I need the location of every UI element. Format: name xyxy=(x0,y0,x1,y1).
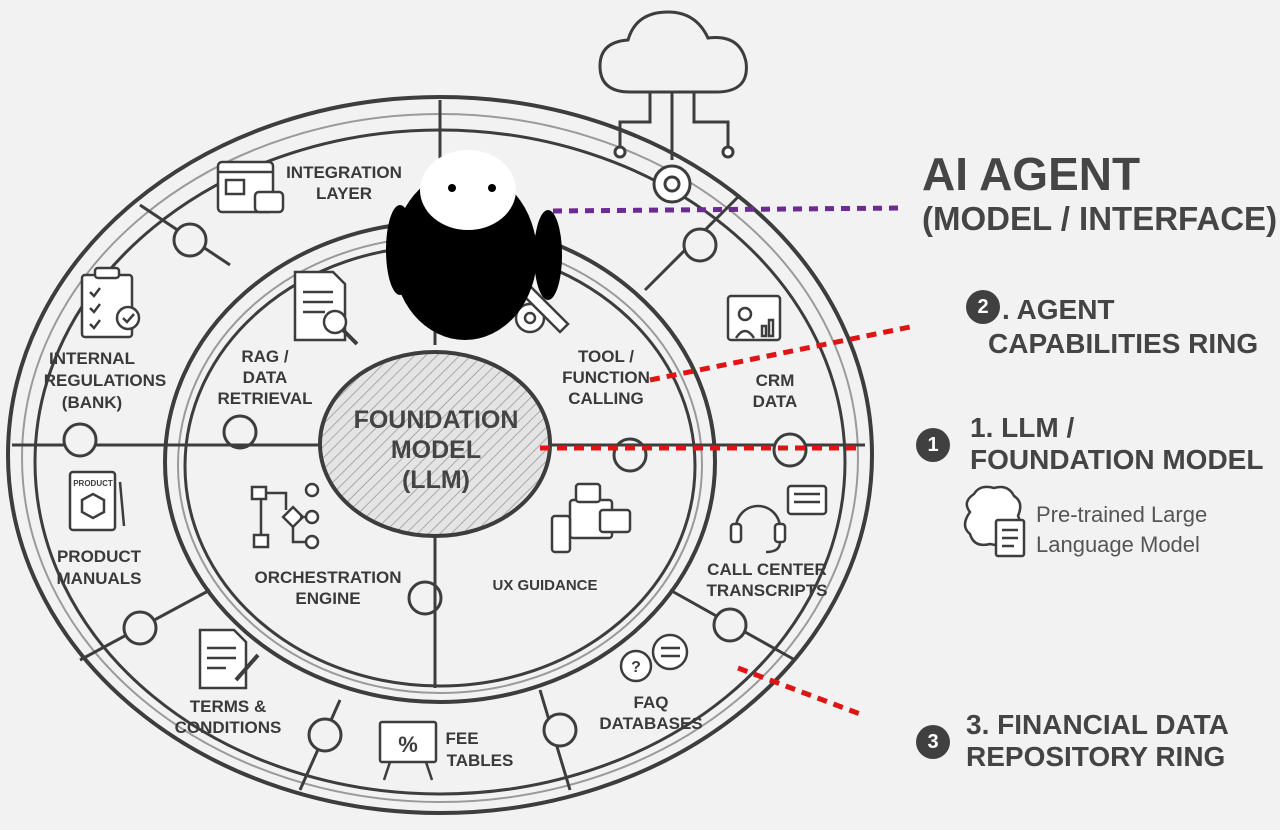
rag-label-2: DATA xyxy=(243,368,288,387)
legend-item3-line1: 3. FINANCIAL DATA xyxy=(966,709,1229,740)
legend-item1-desc2: Language Model xyxy=(1036,532,1200,557)
cloud-gear-icon xyxy=(598,10,748,204)
legend-item1-desc1: Pre-trained Large xyxy=(1036,502,1208,527)
brain-document-icon xyxy=(963,485,1026,558)
legend-item2-line1: . AGENT xyxy=(1002,294,1115,325)
callcenter-label-2: TRANSCRIPTS xyxy=(707,581,828,600)
terms-label-1: TERMS & xyxy=(190,697,267,716)
foundation-model-core xyxy=(318,350,552,538)
faq-bubbles-icon xyxy=(619,633,689,683)
devices-chat-icon xyxy=(550,482,632,554)
badge-3: 3 xyxy=(916,725,950,759)
fees-label-2: TABLES xyxy=(447,751,514,770)
ux-label: UX GUIDANCE xyxy=(492,577,597,594)
legend-subtitle: (MODEL / INTERFACE) xyxy=(922,200,1278,237)
regulations-label-3: (BANK) xyxy=(62,393,122,412)
tool-label-1: TOOL / xyxy=(578,347,634,366)
rag-label-3: RETRIEVAL xyxy=(217,389,312,408)
manuals-label-2: MANUALS xyxy=(57,569,142,588)
manuals-label-1: PRODUCT xyxy=(57,547,142,566)
badge-2: 2 xyxy=(966,290,1000,324)
integration-label-1: INTEGRATION xyxy=(286,163,402,182)
product-icon-text: PRODUCT xyxy=(73,479,113,488)
crm-label-1: CRM xyxy=(756,371,795,390)
badge-1: 1 xyxy=(916,428,950,462)
percent-icon-text: % xyxy=(398,732,418,757)
presenter-chart-icon xyxy=(726,294,782,342)
center-label-2: MODEL xyxy=(391,436,481,464)
legend-item3-line2: REPOSITORY RING xyxy=(966,741,1226,772)
product-box-icon xyxy=(68,470,126,532)
legend-item1-line1: 1. LLM / xyxy=(970,412,1075,443)
faq-question-mark: ? xyxy=(631,659,641,676)
center-label-3: (LLM) xyxy=(402,466,470,494)
legend-item2-line2: CAPABILITIES RING xyxy=(988,328,1259,359)
tool-label-3: CALLING xyxy=(568,389,644,408)
repository-connector-line xyxy=(737,665,861,717)
percent-board-icon xyxy=(378,720,438,781)
capabilities-connector-line xyxy=(649,323,916,383)
faq-label-2: DATABASES xyxy=(599,714,702,733)
legend-item1-line2: FOUNDATION MODEL xyxy=(970,444,1264,475)
rag-label-1: RAG / xyxy=(241,347,289,366)
fees-label-1: FEE xyxy=(445,729,478,748)
clipboard-badge-icon xyxy=(80,266,141,339)
integration-label-2: LAYER xyxy=(316,184,372,203)
agent-connector-line xyxy=(552,205,906,214)
orchestration-label-1: ORCHESTRATION xyxy=(254,568,401,587)
tool-label-2: FUNCTION xyxy=(562,368,650,387)
browser-chat-icon xyxy=(216,160,285,214)
document-search-icon xyxy=(293,270,359,346)
agent-mascot-icon xyxy=(386,150,562,340)
headset-chat-icon xyxy=(729,484,828,554)
regulations-label-1: INTERNAL xyxy=(49,349,135,368)
wrench-gear-icon xyxy=(514,282,570,334)
orchestration-label-2: ENGINE xyxy=(295,589,360,608)
faq-label-1: FAQ xyxy=(634,693,669,712)
flowchart-icon xyxy=(250,482,320,550)
puzzle-knobs xyxy=(62,222,808,753)
legend-title: AI AGENT xyxy=(922,148,1141,200)
center-label-1: FOUNDATION xyxy=(354,406,519,434)
regulations-label-2: REGULATIONS xyxy=(44,371,166,390)
crm-label-2: DATA xyxy=(753,392,798,411)
terms-label-2: CONDITIONS xyxy=(175,718,282,737)
contract-pen-icon xyxy=(198,628,260,690)
callcenter-label-1: CALL CENTER xyxy=(707,560,827,579)
